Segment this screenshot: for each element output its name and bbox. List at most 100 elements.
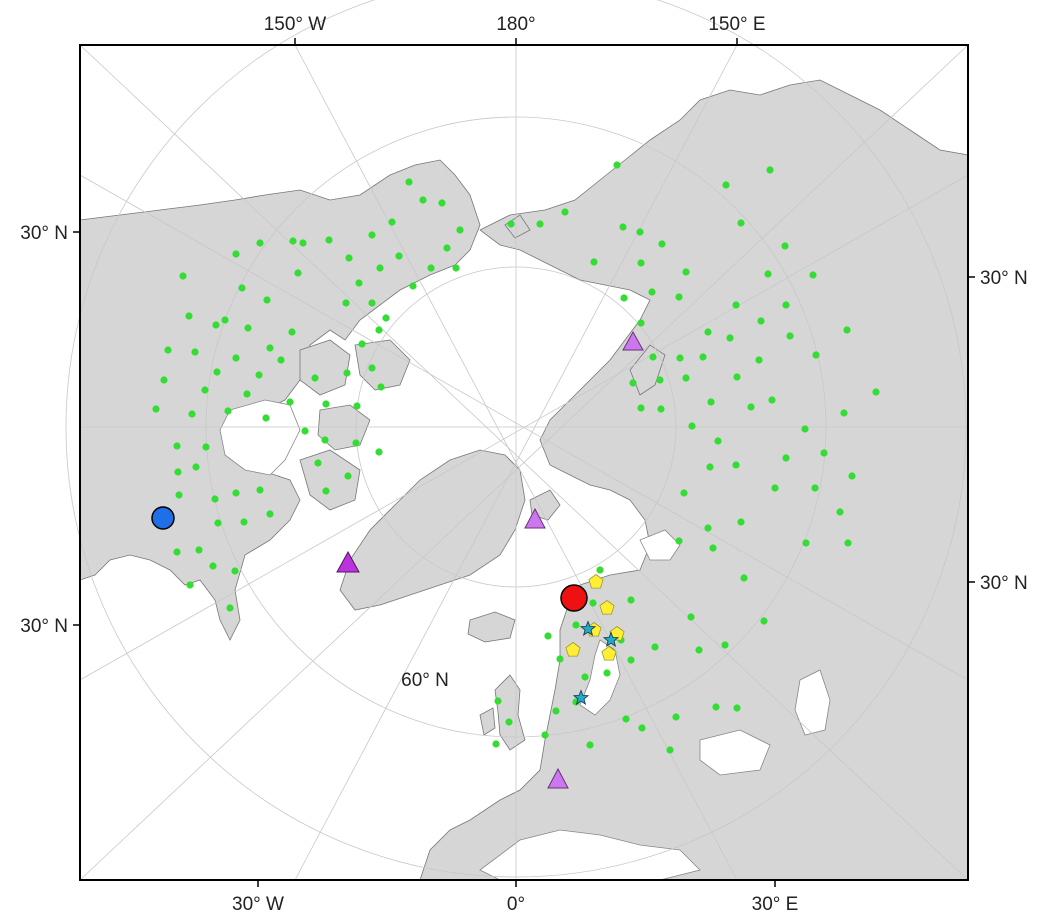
station-dot[interactable]	[737, 219, 745, 227]
station-dot[interactable]	[311, 374, 319, 382]
station-dot[interactable]	[764, 270, 772, 278]
pentagon-marker[interactable]	[599, 600, 615, 615]
station-dot[interactable]	[572, 621, 580, 629]
station-dot[interactable]	[192, 463, 200, 471]
star-marker[interactable]	[602, 631, 620, 648]
station-dot[interactable]	[638, 724, 646, 732]
station-dot[interactable]	[494, 697, 502, 705]
station-dot[interactable]	[224, 407, 232, 415]
station-dot[interactable]	[456, 226, 464, 234]
station-dot[interactable]	[620, 294, 628, 302]
station-dot[interactable]	[353, 402, 361, 410]
station-dot[interactable]	[232, 250, 240, 258]
station-dot[interactable]	[637, 259, 645, 267]
station-dot[interactable]	[232, 354, 240, 362]
station-dot[interactable]	[649, 353, 657, 361]
station-dot[interactable]	[872, 388, 880, 396]
station-dot[interactable]	[732, 301, 740, 309]
station-dot[interactable]	[695, 646, 703, 654]
station-dot[interactable]	[544, 632, 552, 640]
station-dot[interactable]	[687, 613, 695, 621]
station-dot[interactable]	[438, 199, 446, 207]
station-dot[interactable]	[637, 319, 645, 327]
station-dot[interactable]	[688, 422, 696, 430]
station-dot[interactable]	[603, 669, 611, 677]
station-dot[interactable]	[666, 746, 674, 754]
station-dot[interactable]	[561, 208, 569, 216]
station-dot[interactable]	[836, 508, 844, 516]
station-dot[interactable]	[186, 581, 194, 589]
station-dot[interactable]	[709, 544, 717, 552]
station-dot[interactable]	[811, 484, 819, 492]
station-dot[interactable]	[179, 272, 187, 280]
star-marker[interactable]	[572, 689, 590, 706]
station-dot[interactable]	[368, 299, 376, 307]
station-dot[interactable]	[699, 353, 707, 361]
station-dot[interactable]	[505, 718, 513, 726]
station-dot[interactable]	[627, 656, 635, 664]
station-dot[interactable]	[443, 244, 451, 252]
station-dot[interactable]	[768, 396, 776, 404]
station-dot[interactable]	[657, 405, 665, 413]
pentagon-marker[interactable]	[588, 574, 604, 589]
station-dot[interactable]	[747, 403, 755, 411]
station-dot[interactable]	[388, 218, 396, 226]
station-dot[interactable]	[781, 242, 789, 250]
station-dot[interactable]	[266, 344, 274, 352]
station-dot[interactable]	[160, 376, 168, 384]
station-dot[interactable]	[209, 562, 217, 570]
station-dot[interactable]	[376, 264, 384, 272]
station-dot[interactable]	[314, 459, 322, 467]
station-dot[interactable]	[255, 371, 263, 379]
station-dot[interactable]	[782, 301, 790, 309]
station-dot[interactable]	[213, 368, 221, 376]
station-dot[interactable]	[342, 299, 350, 307]
red-site-marker[interactable]	[560, 584, 588, 612]
station-dot[interactable]	[786, 332, 794, 340]
station-dot[interactable]	[212, 321, 220, 329]
station-dot[interactable]	[848, 472, 856, 480]
station-dot[interactable]	[733, 373, 741, 381]
station-dot[interactable]	[375, 448, 383, 456]
station-dot[interactable]	[358, 340, 366, 348]
station-dot[interactable]	[629, 379, 637, 387]
station-dot[interactable]	[419, 196, 427, 204]
station-dot[interactable]	[737, 518, 745, 526]
station-dot[interactable]	[262, 414, 270, 422]
station-dot[interactable]	[174, 468, 182, 476]
station-dot[interactable]	[395, 252, 403, 260]
station-dot[interactable]	[405, 178, 413, 186]
station-dot[interactable]	[286, 398, 294, 406]
station-dot[interactable]	[675, 537, 683, 545]
pentagon-marker[interactable]	[565, 642, 581, 657]
station-dot[interactable]	[344, 472, 352, 480]
station-dot[interactable]	[682, 374, 690, 382]
station-dot[interactable]	[277, 356, 285, 364]
station-dot[interactable]	[266, 510, 274, 518]
station-dot[interactable]	[185, 312, 193, 320]
station-dot[interactable]	[732, 461, 740, 469]
blue-site-marker[interactable]	[151, 506, 175, 530]
station-dot[interactable]	[809, 271, 817, 279]
station-dot[interactable]	[322, 487, 330, 495]
station-dot[interactable]	[802, 539, 810, 547]
station-dot[interactable]	[382, 314, 390, 322]
station-dot[interactable]	[707, 398, 715, 406]
station-dot[interactable]	[256, 239, 264, 247]
station-dot[interactable]	[680, 489, 688, 497]
station-dot[interactable]	[325, 236, 333, 244]
station-dot[interactable]	[581, 673, 589, 681]
station-dot[interactable]	[801, 425, 809, 433]
triangle-marker-4[interactable]	[547, 767, 569, 789]
station-dot[interactable]	[377, 383, 385, 391]
station-dot[interactable]	[712, 703, 720, 711]
station-dot[interactable]	[232, 489, 240, 497]
station-dot[interactable]	[704, 328, 712, 336]
station-dot[interactable]	[345, 254, 353, 262]
station-dot[interactable]	[289, 237, 297, 245]
station-dot[interactable]	[221, 316, 229, 324]
station-dot[interactable]	[613, 161, 621, 169]
station-dot[interactable]	[321, 436, 329, 444]
triangle-marker-3[interactable]	[336, 550, 360, 573]
station-dot[interactable]	[294, 269, 302, 277]
